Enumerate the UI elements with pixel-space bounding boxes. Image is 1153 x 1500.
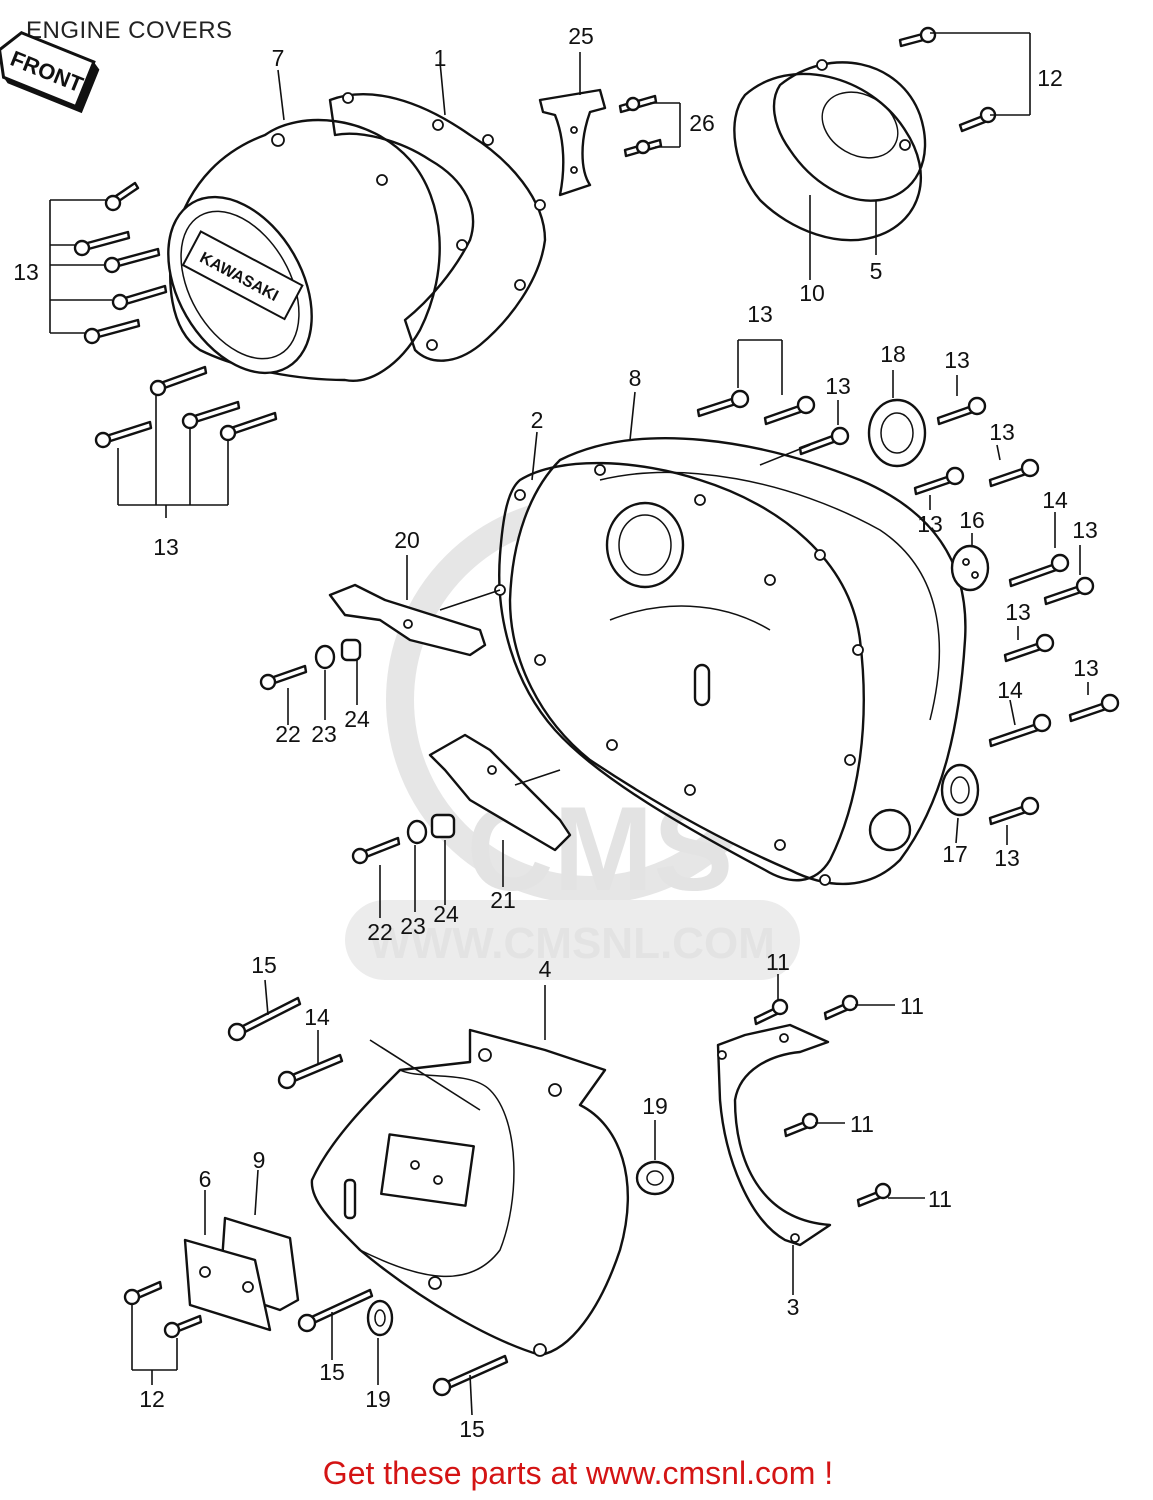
callout-15-top: 15 [251, 952, 277, 978]
callout-11-middle: 11 [850, 1111, 874, 1137]
footer-link-text[interactable]: Get these parts at www.cmsnl.com ! [323, 1455, 833, 1491]
callout-21: 21 [490, 887, 516, 913]
callout-22-lower: 22 [367, 919, 393, 945]
bolt-washer-collar-upper [259, 638, 362, 691]
callout-7: 7 [272, 45, 285, 71]
callout-3: 3 [787, 1294, 800, 1320]
callout-5: 5 [870, 258, 883, 284]
front-arrow-badge: FRONT [0, 31, 100, 114]
callout-19-upper: 19 [642, 1093, 668, 1119]
watermark-url: WWW.CMSNL.COM [369, 919, 775, 968]
callout-13-center: 13 [825, 373, 851, 399]
screws-part-13-right [696, 389, 1120, 826]
callout-12-bottom: 12 [139, 1386, 165, 1412]
callout-11-top: 11 [766, 949, 790, 975]
callout-13-left: 13 [13, 259, 39, 285]
callout-9: 9 [253, 1147, 266, 1173]
page-title: ENGINE COVERS [26, 17, 233, 44]
screws-part-12-top [898, 26, 997, 133]
oil-seal-part-18 [867, 398, 927, 468]
callout-4: 4 [539, 956, 552, 982]
callout-12-top: 12 [1037, 65, 1063, 91]
callout-24-upper: 24 [344, 706, 370, 732]
bracket-part-25 [538, 88, 607, 197]
callout-13-right-d: 13 [1005, 599, 1031, 625]
callout-1: 1 [434, 45, 447, 71]
callout-11-right: 11 [900, 993, 924, 1019]
alternator-gasket-part-1 [328, 92, 547, 362]
callout-20: 20 [394, 527, 420, 553]
bracket-part-3 [716, 1023, 832, 1247]
callout-8: 8 [629, 365, 642, 391]
callout-23-lower: 23 [400, 913, 426, 939]
callout-16: 16 [959, 507, 985, 533]
sprocket-cover-part-4 [310, 1028, 630, 1357]
oil-seal-part-17 [940, 763, 980, 817]
callout-13-right-a: 13 [989, 419, 1015, 445]
alternator-cover-part-7: KAWASAKI [167, 118, 441, 382]
callout-13-bottom-left: 13 [153, 534, 179, 560]
seal-part-19-lower [366, 1299, 394, 1337]
callout-2: 2 [531, 407, 544, 433]
callout-23-upper: 23 [311, 721, 337, 747]
screws-part-26 [618, 94, 663, 158]
callout-25: 25 [568, 23, 594, 49]
callout-10: 10 [799, 280, 825, 306]
chain-guide-part-20 [328, 583, 487, 657]
callout-labels: 7 1 25 26 12 10 5 13 13 13 13 18 13 8 2 … [13, 23, 1099, 1442]
callout-17: 17 [942, 841, 968, 867]
callout-26: 26 [689, 110, 715, 136]
callout-13-right-b: 13 [917, 511, 943, 537]
clutch-gasket-part-2 [494, 461, 865, 886]
bolt-washer-collar-lower [351, 813, 456, 865]
callout-19-lower: 19 [365, 1386, 391, 1412]
callout-14-bottom: 14 [304, 1004, 330, 1030]
chain-guide-part-21 [428, 733, 572, 852]
screws-part-13-left [73, 181, 278, 449]
screws-part-12-bottom [123, 1280, 203, 1339]
cap-part-16 [950, 544, 990, 592]
callout-13-top-right: 13 [944, 347, 970, 373]
callout-13-top-center: 13 [747, 301, 773, 327]
callout-14-right-bottom: 14 [997, 677, 1023, 703]
leader-lines [49, 32, 1089, 1416]
screws-part-14-right [988, 553, 1070, 748]
callout-24-lower: 24 [433, 901, 459, 927]
callout-13-right-c: 13 [1072, 517, 1098, 543]
bolts-part-15-14-bottom [227, 996, 509, 1397]
callout-14-right-top: 14 [1042, 487, 1068, 513]
callout-18: 18 [880, 341, 906, 367]
seal-part-19-upper [635, 1160, 675, 1196]
ring-gasket-part-10 [733, 72, 922, 242]
callout-15-middle: 15 [319, 1359, 345, 1385]
callout-15-bottom: 15 [459, 1416, 485, 1442]
cover-plate-part-5 [772, 59, 927, 202]
callout-22-upper: 22 [275, 721, 301, 747]
clutch-cover-part-8 [508, 437, 967, 886]
plate-part-6 [183, 1238, 272, 1332]
callout-13-right-e: 13 [1073, 655, 1099, 681]
callout-6: 6 [199, 1166, 212, 1192]
screws-part-11 [753, 994, 892, 1208]
callout-13-right-f: 13 [994, 845, 1020, 871]
callout-11-bottom: 11 [928, 1186, 952, 1212]
